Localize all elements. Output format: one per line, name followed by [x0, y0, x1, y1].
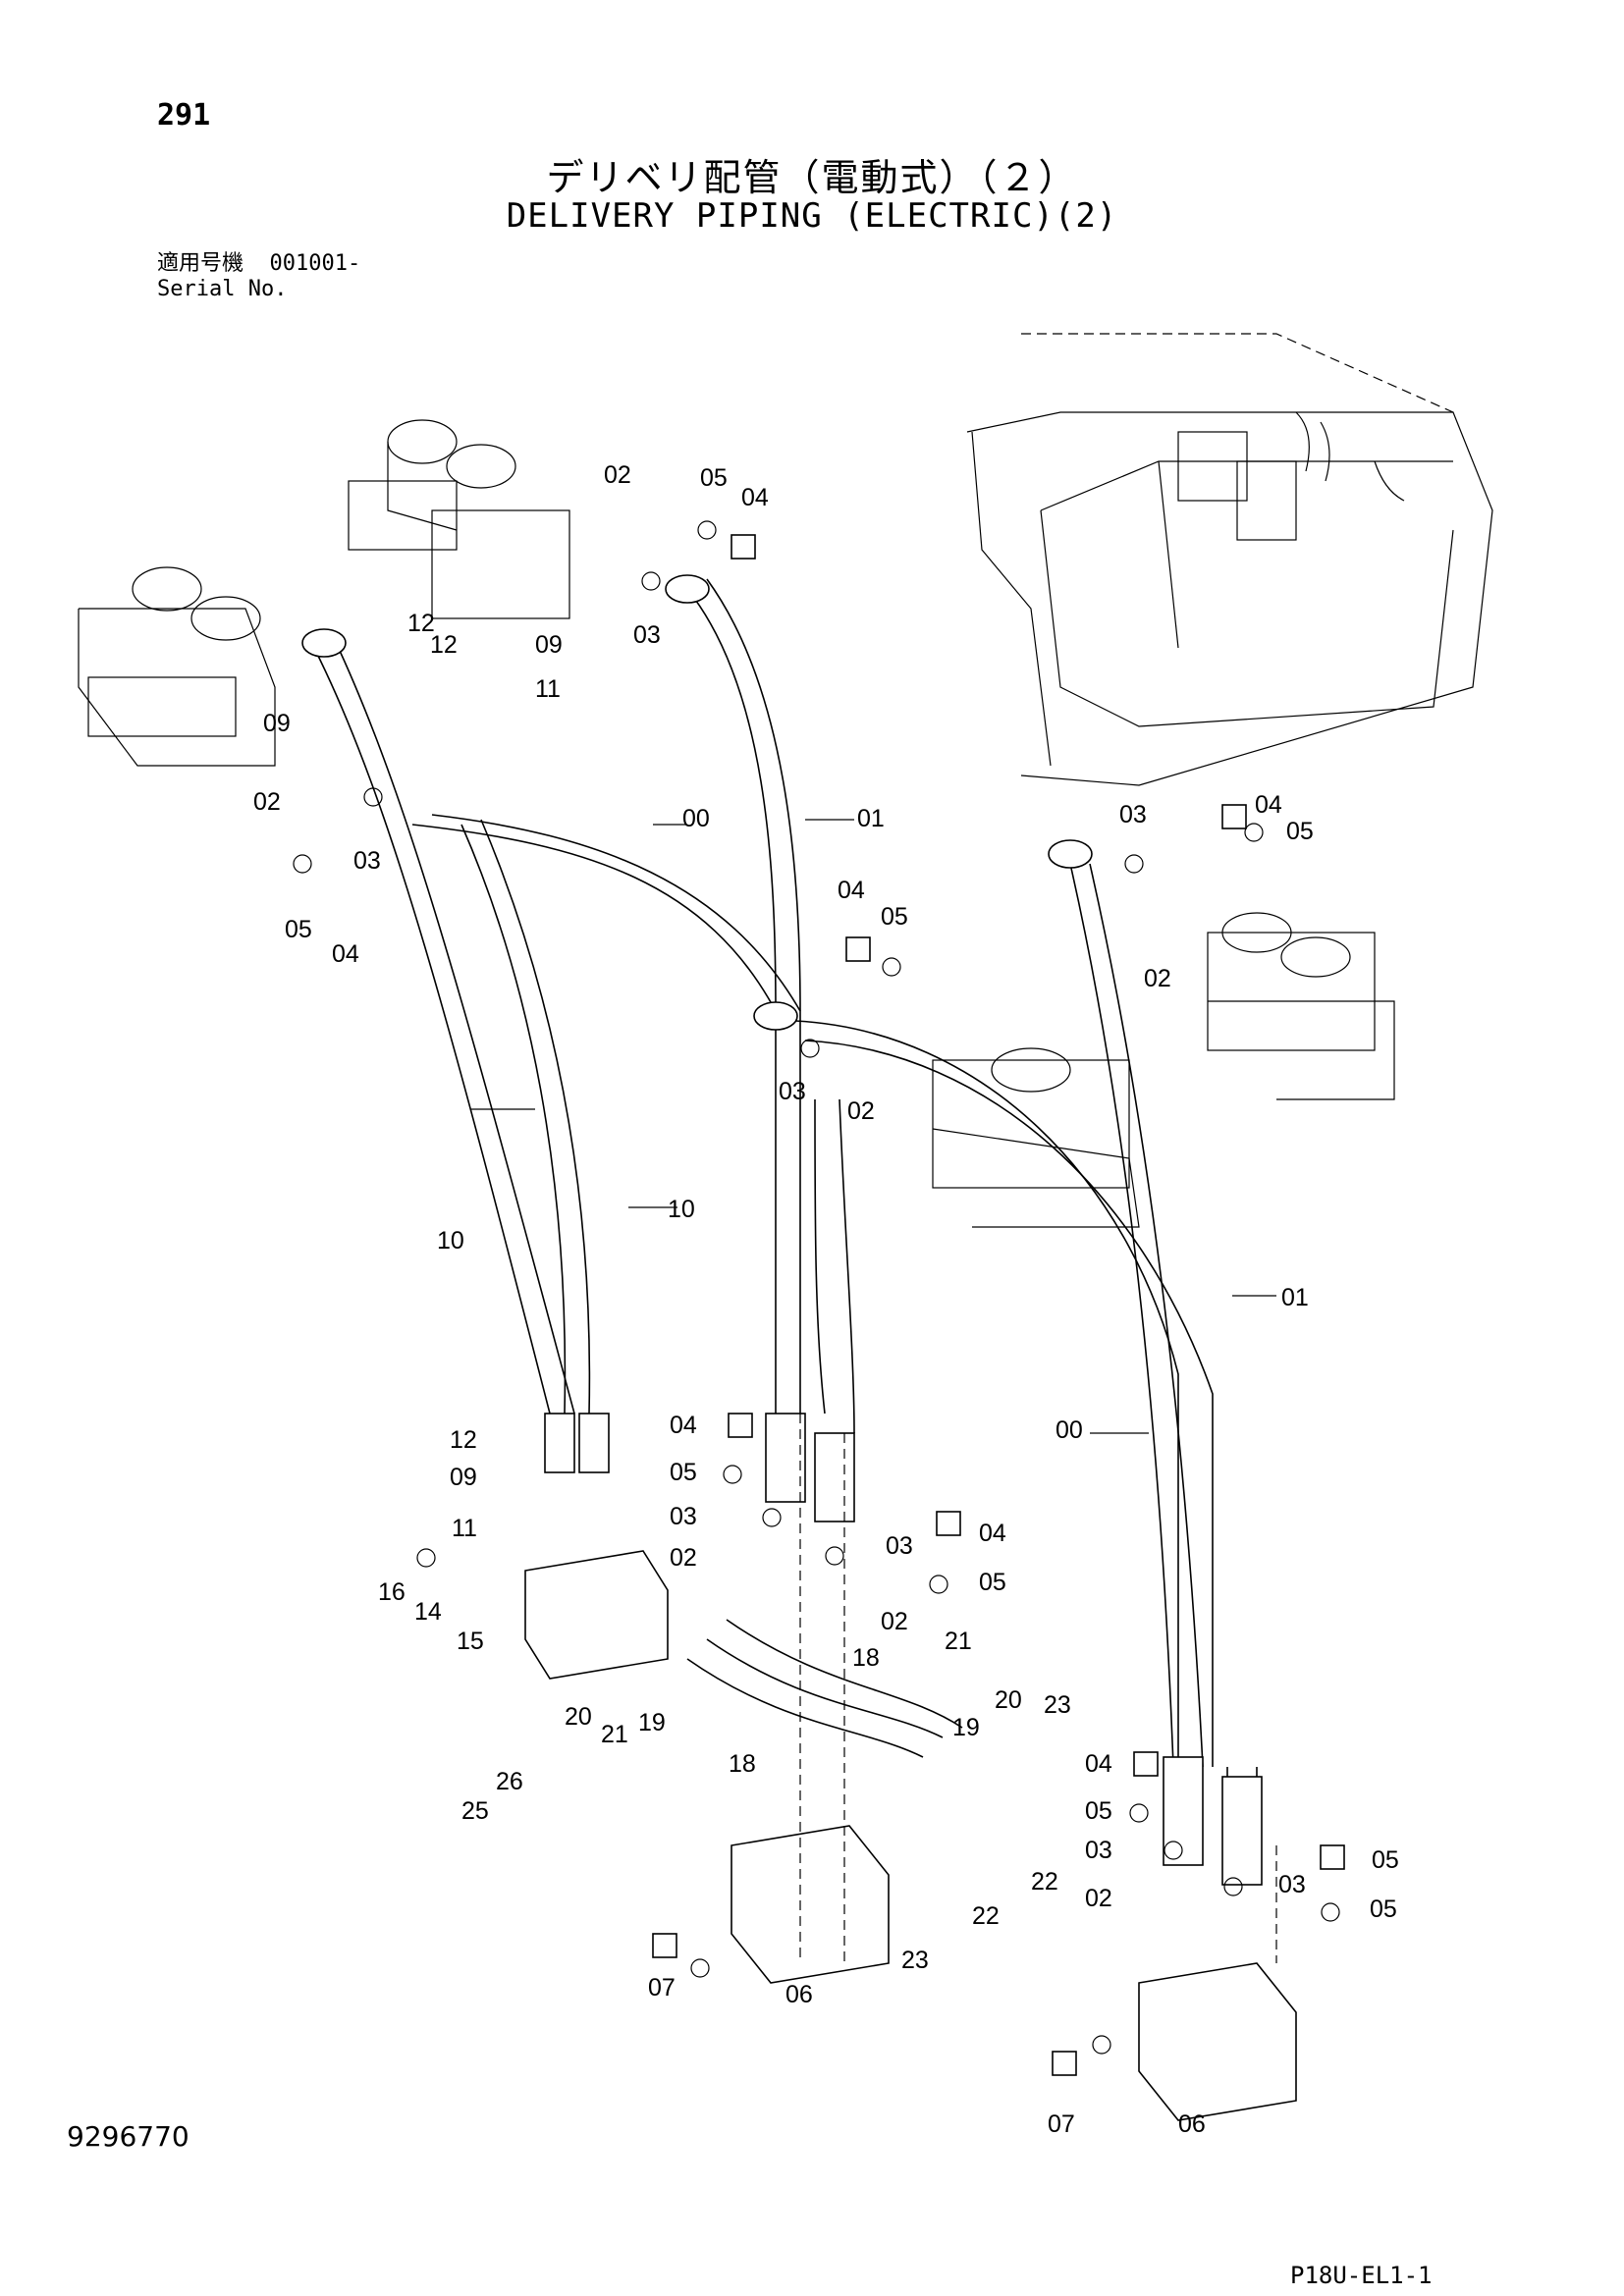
callout-label: 03	[1278, 1871, 1306, 1898]
callout-label: 10	[437, 1227, 464, 1255]
leader-lines	[471, 819, 1277, 1963]
callout-label: 05	[700, 464, 728, 492]
callout-label: 03	[886, 1532, 913, 1560]
callout-label: 06	[785, 1981, 813, 2008]
callout-label: 22	[972, 1902, 1000, 1930]
callout-label: 01	[857, 805, 885, 832]
callout-label: 05	[670, 1459, 697, 1486]
callout-label: 19	[638, 1709, 666, 1736]
callout-label: 21	[601, 1721, 628, 1748]
callout-label: 11	[535, 675, 561, 703]
callout-label: 11	[452, 1515, 477, 1542]
callout-label: 25	[461, 1797, 489, 1825]
hardware-symbols	[293, 520, 1345, 2076]
callout-label: 05	[1085, 1797, 1112, 1825]
callout-label: 01	[1281, 1284, 1309, 1311]
callout-label: 04	[332, 940, 359, 968]
callout-label: 05	[285, 916, 312, 943]
callout-label: 23	[1044, 1691, 1071, 1719]
callout-label: 03	[633, 621, 661, 649]
callout-label: 10	[668, 1196, 695, 1223]
control-valve-drawing-right	[932, 912, 1395, 1228]
callout-label: 04	[1255, 791, 1282, 819]
callout-label: 03	[779, 1078, 806, 1105]
callout-label: 18	[729, 1750, 756, 1778]
callout-label: 04	[979, 1520, 1006, 1547]
callout-label: 03	[670, 1503, 697, 1530]
callout-label: 02	[670, 1544, 697, 1572]
serial-row-jp: 適用号機 001001-	[157, 251, 360, 277]
callout-label: 16	[378, 1578, 406, 1606]
callout-label: 06	[1178, 2110, 1206, 2138]
document-number: 9296770	[67, 2120, 189, 2153]
callout-label: 02	[1144, 965, 1171, 992]
hose-paths	[313, 578, 1258, 1845]
callout-label: 14	[414, 1598, 442, 1626]
callout-label: 23	[901, 1947, 929, 1974]
callout-label: 09	[450, 1464, 477, 1491]
callout-label: 05	[881, 903, 908, 931]
callout-label: 12	[430, 631, 458, 659]
callout-label: 02	[253, 788, 281, 816]
fittings	[301, 574, 1297, 2121]
serial-block: 適用号機 001001- Serial No.	[157, 251, 360, 302]
callout-label: 02	[1085, 1885, 1112, 1912]
callout-label: 18	[852, 1644, 880, 1672]
serial-value: 001001-	[269, 251, 361, 276]
drawing-code: P18U-EL1-1	[1290, 2262, 1433, 2289]
serial-label-en: Serial No.	[157, 277, 288, 301]
page-number: 291	[157, 98, 211, 133]
callout-label: 12	[450, 1426, 477, 1454]
callout-label: 20	[565, 1703, 592, 1731]
callout-label: 04	[741, 484, 769, 511]
serial-label-jp: 適用号機	[157, 251, 244, 276]
callout-label: 22	[1031, 1868, 1058, 1896]
callout-label: 05	[1372, 1846, 1399, 1874]
title-english: DELIVERY PIPING (ELECTRIC)(2)	[506, 196, 1118, 236]
machine-body-drawing	[966, 333, 1493, 786]
callout-label: 03	[353, 847, 381, 875]
callout-label: 12	[407, 610, 435, 637]
callout-label: 02	[881, 1608, 908, 1635]
callout-label: 00	[1056, 1416, 1083, 1444]
callout-label: 09	[535, 631, 563, 659]
callout-label: 02	[604, 461, 631, 489]
callout-labels: 00 00 01 01 02 02 02 02 02 02 02 03 03 0…	[253, 461, 1399, 2138]
callout-label: 15	[457, 1628, 484, 1655]
callout-label: 04	[670, 1412, 697, 1439]
callout-label: 07	[1048, 2110, 1075, 2138]
control-valve-drawing-left	[78, 419, 570, 767]
callout-label: 05	[1370, 1896, 1397, 1923]
callout-label: 20	[995, 1686, 1022, 1714]
callout-label: 09	[263, 710, 291, 737]
callout-label: 07	[648, 1974, 676, 2002]
callout-label: 04	[1085, 1750, 1112, 1778]
callout-label: 04	[838, 877, 865, 904]
callout-label: 26	[496, 1768, 523, 1795]
callout-label: 19	[952, 1714, 980, 1741]
callout-label: 00	[682, 805, 710, 832]
callout-label: 05	[979, 1569, 1006, 1596]
callout-label: 21	[945, 1628, 972, 1655]
callout-label: 02	[847, 1097, 875, 1125]
callout-label: 03	[1119, 801, 1147, 828]
title-japanese: デリベリ配管（電動式）（２）	[546, 156, 1078, 199]
callout-label: 05	[1286, 818, 1314, 845]
callout-label: 03	[1085, 1837, 1112, 1864]
